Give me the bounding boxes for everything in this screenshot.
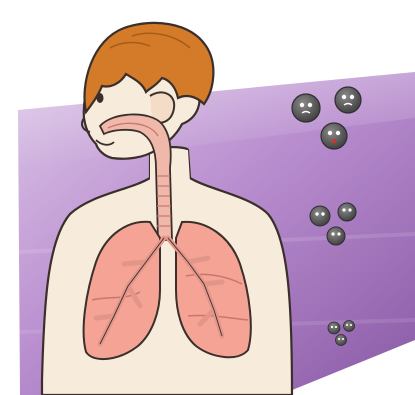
smog-particle-icon: [338, 203, 356, 221]
eye: [97, 93, 104, 103]
smog-particle-icon: [327, 227, 345, 245]
smog-particle-icon: [336, 335, 347, 346]
smog-particle-icon: [310, 206, 330, 226]
child-figure: [42, 23, 292, 395]
smog-particle-icon: [321, 123, 347, 149]
smog-particle-icon: [292, 94, 320, 122]
smog-particle-icon: [344, 321, 355, 332]
smog-particle-icon: [335, 87, 361, 113]
smog-particle-icon: [328, 322, 340, 334]
